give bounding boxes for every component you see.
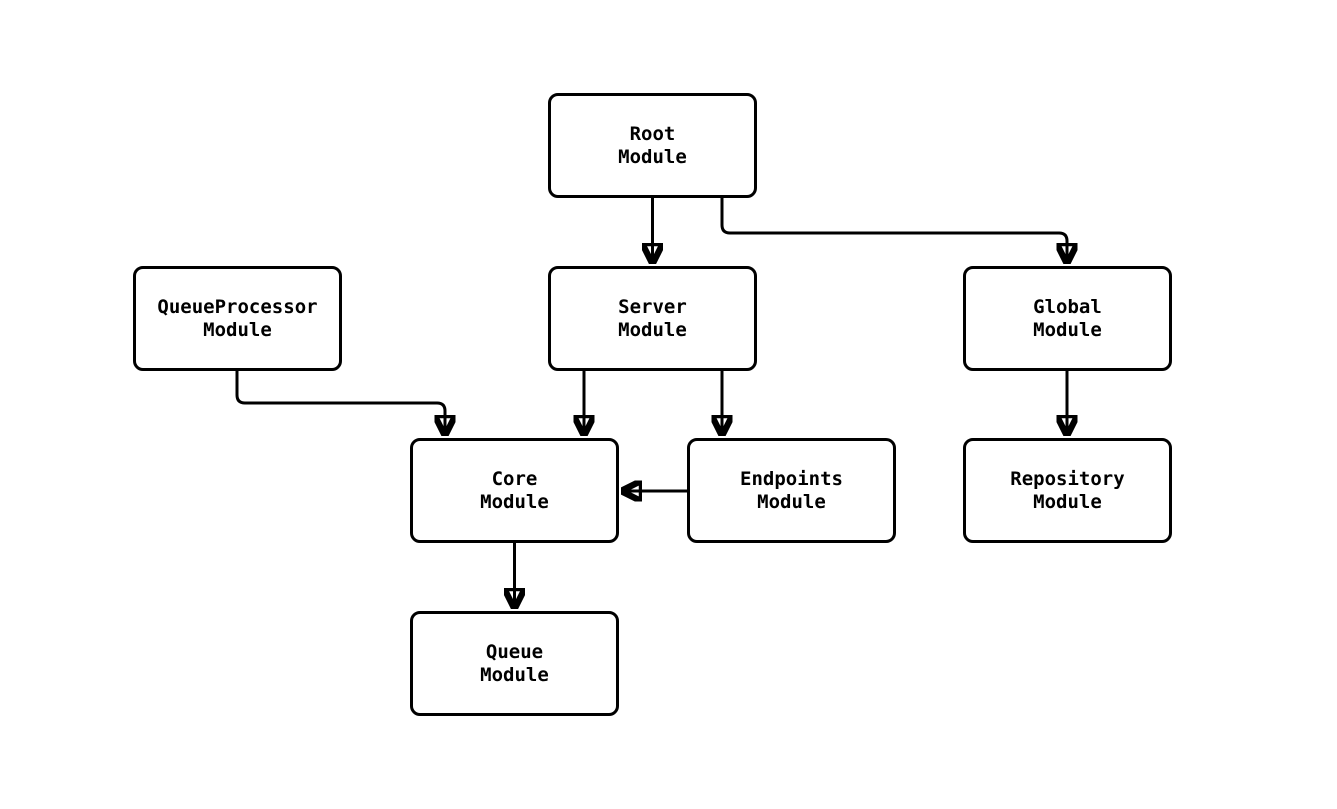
node-core-module: Core Module [410, 438, 619, 543]
node-core-module-label: Core Module [480, 468, 549, 513]
node-queueprocessor-module-label: QueueProcessor Module [157, 296, 318, 341]
node-endpoints-module: Endpoints Module [687, 438, 896, 543]
node-queue-module: Queue Module [410, 611, 619, 716]
node-global-module-label: Global Module [1033, 296, 1102, 341]
node-queueprocessor-module: QueueProcessor Module [133, 266, 342, 371]
node-queue-module-label: Queue Module [480, 641, 549, 686]
node-endpoints-module-label: Endpoints Module [740, 468, 843, 513]
node-root-module: Root Module [548, 93, 757, 198]
node-root-module-label: Root Module [618, 123, 687, 168]
node-server-module-label: Server Module [618, 296, 687, 341]
node-repository-module: Repository Module [963, 438, 1172, 543]
node-server-module: Server Module [548, 266, 757, 371]
edge-queueprocessor-to-core [235, 371, 445, 434]
node-repository-module-label: Repository Module [1010, 468, 1125, 513]
node-global-module: Global Module [963, 266, 1172, 371]
edge-root-to-global [720, 198, 1067, 262]
